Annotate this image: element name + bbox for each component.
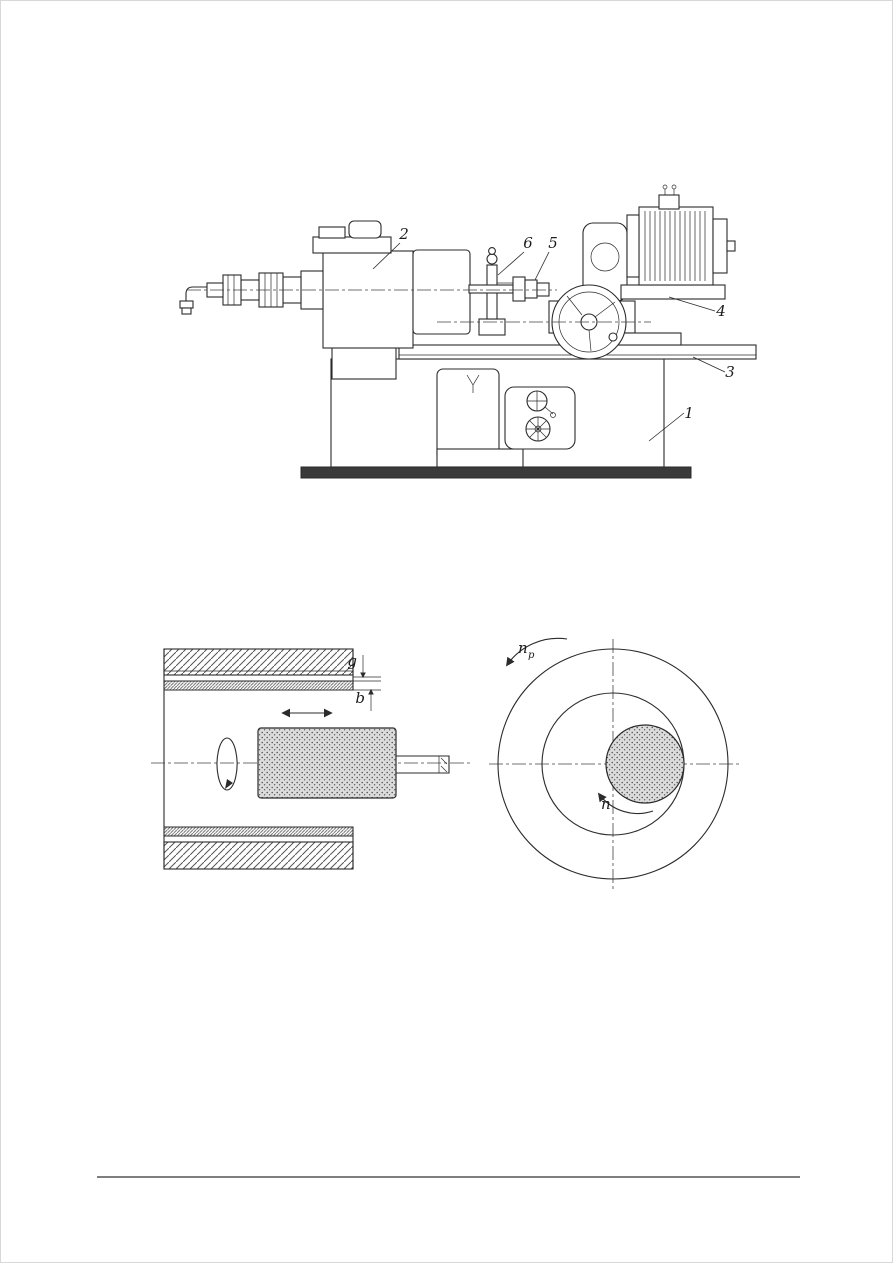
callout-1: 1	[684, 404, 694, 422]
callout-4: 4	[715, 302, 726, 320]
workpiece-wall-bottom	[163, 841, 354, 870]
dim-label-bottom: b	[355, 689, 365, 707]
workpiece-speed-label: n	[518, 639, 528, 657]
motor-body	[638, 206, 714, 286]
workpiece-speed-arrow	[505, 637, 568, 667]
machined-layer-top	[163, 680, 354, 691]
callout-3: 3	[725, 363, 735, 381]
callout-5: 5	[548, 234, 558, 252]
coolant-elbow	[185, 286, 207, 301]
motor-fins	[644, 211, 706, 281]
wheel-speed-label: n	[601, 795, 611, 813]
wheel-speed-arrow	[597, 792, 654, 815]
grinding-wheel-circle	[605, 724, 685, 804]
wheel-spindle-shaft	[396, 755, 450, 774]
callout-6: 6	[523, 234, 533, 252]
callout-2: 2	[398, 225, 409, 243]
workpiece-outer-circle	[497, 648, 729, 880]
machine-workhead	[322, 250, 414, 349]
workpiece-rotation-arrow	[216, 737, 238, 791]
wheel-quill	[468, 284, 514, 294]
grinding-scheme-figure: g b n p n	[151, 637, 741, 889]
machined-layer-bottom	[163, 826, 354, 837]
scheme-section-view: g b	[151, 648, 471, 870]
motor-base	[620, 284, 726, 300]
dim-label-top: g	[347, 652, 357, 670]
grinding-wheel-section	[257, 727, 397, 799]
machine-baseplate	[300, 466, 692, 479]
workpiece-speed-subscript: p	[528, 650, 535, 661]
scheme-end-view: n p n	[489, 637, 741, 889]
machine-figure: 2 6 5 4 3 1	[179, 184, 757, 479]
